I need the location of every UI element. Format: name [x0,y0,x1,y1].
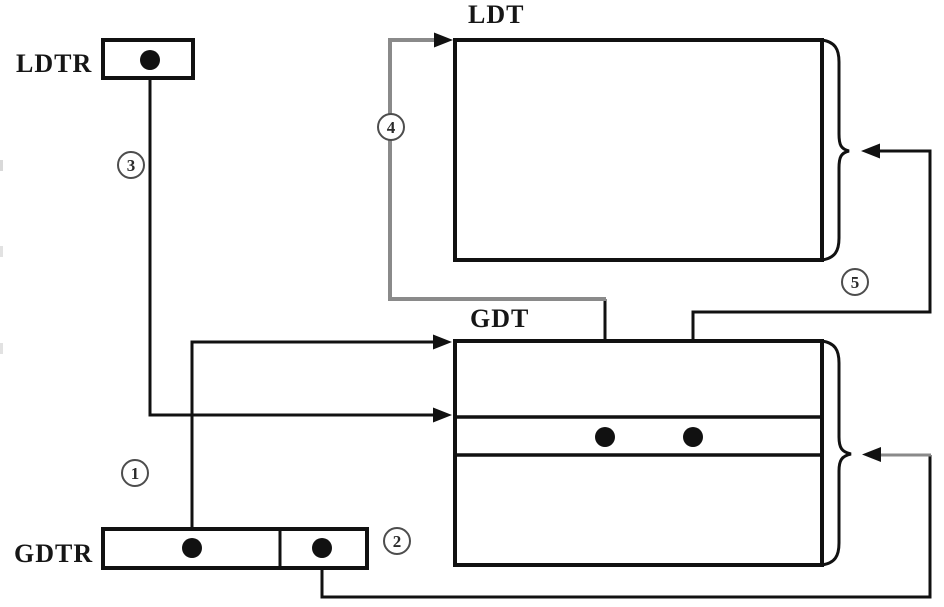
edge-tick [0,246,3,257]
connector-gdtr-limit-to-gdt-brace [320,453,932,599]
ldtr-register-box [101,38,195,80]
scan-edge-artifacts [0,160,3,354]
ldtr-label: LDTR [16,49,92,78]
gdt-descriptor-dot-base [595,427,615,447]
step-number: 1 [131,464,140,483]
gdtr-limit-dot [312,538,332,558]
step-marker-4: 4 [377,113,405,141]
step-number: 2 [393,532,402,551]
step-number: 3 [127,156,136,175]
arrowhead-into-ldt-brace [861,143,880,159]
gdt-box-outline [453,339,824,567]
ldt-span-brace [821,38,850,262]
gdtr-register-box [101,527,369,570]
arrowhead-into-gdt-row [433,407,452,423]
ldt-box-outline [453,38,824,262]
connector-line [148,60,436,417]
step-marker-3: 3 [117,151,145,179]
ldt-label: LDT [468,0,524,29]
step-number: 4 [387,118,396,137]
arrowhead-into-gdt-top [433,334,452,350]
connector-gdtr-base-to-gdt [190,340,436,548]
step-marker-1: 1 [121,459,149,487]
edge-tick [0,343,3,354]
connector-ldtr-to-gdt [148,60,436,417]
gdt-descriptor-dot-limit [683,427,703,447]
ldtr-box-outline [101,38,195,80]
step-circle [377,113,405,141]
step-circle [117,151,145,179]
gdtr-label: GDTR [14,539,93,568]
arrowhead-into-gdt-brace [862,447,881,462]
gdt-label: GDT [470,304,529,333]
step-circle [383,527,411,555]
step-circle [121,459,149,487]
edge-tick [0,160,3,171]
connector-line-gray [388,38,606,301]
gdt-table-box [453,339,824,567]
ldt-table-box [453,38,824,262]
arrowhead-into-ldt-top [434,32,453,48]
connector-line [320,455,932,599]
connector-line [190,340,436,548]
gdtr-base-dot [182,538,202,558]
step-marker-5: 5 [841,268,869,296]
step-marker-2: 2 [383,527,411,555]
gdt-span-brace [821,339,852,567]
step-number: 5 [851,273,860,292]
ldtr-selector-dot [140,50,160,70]
step-circle [841,268,869,296]
